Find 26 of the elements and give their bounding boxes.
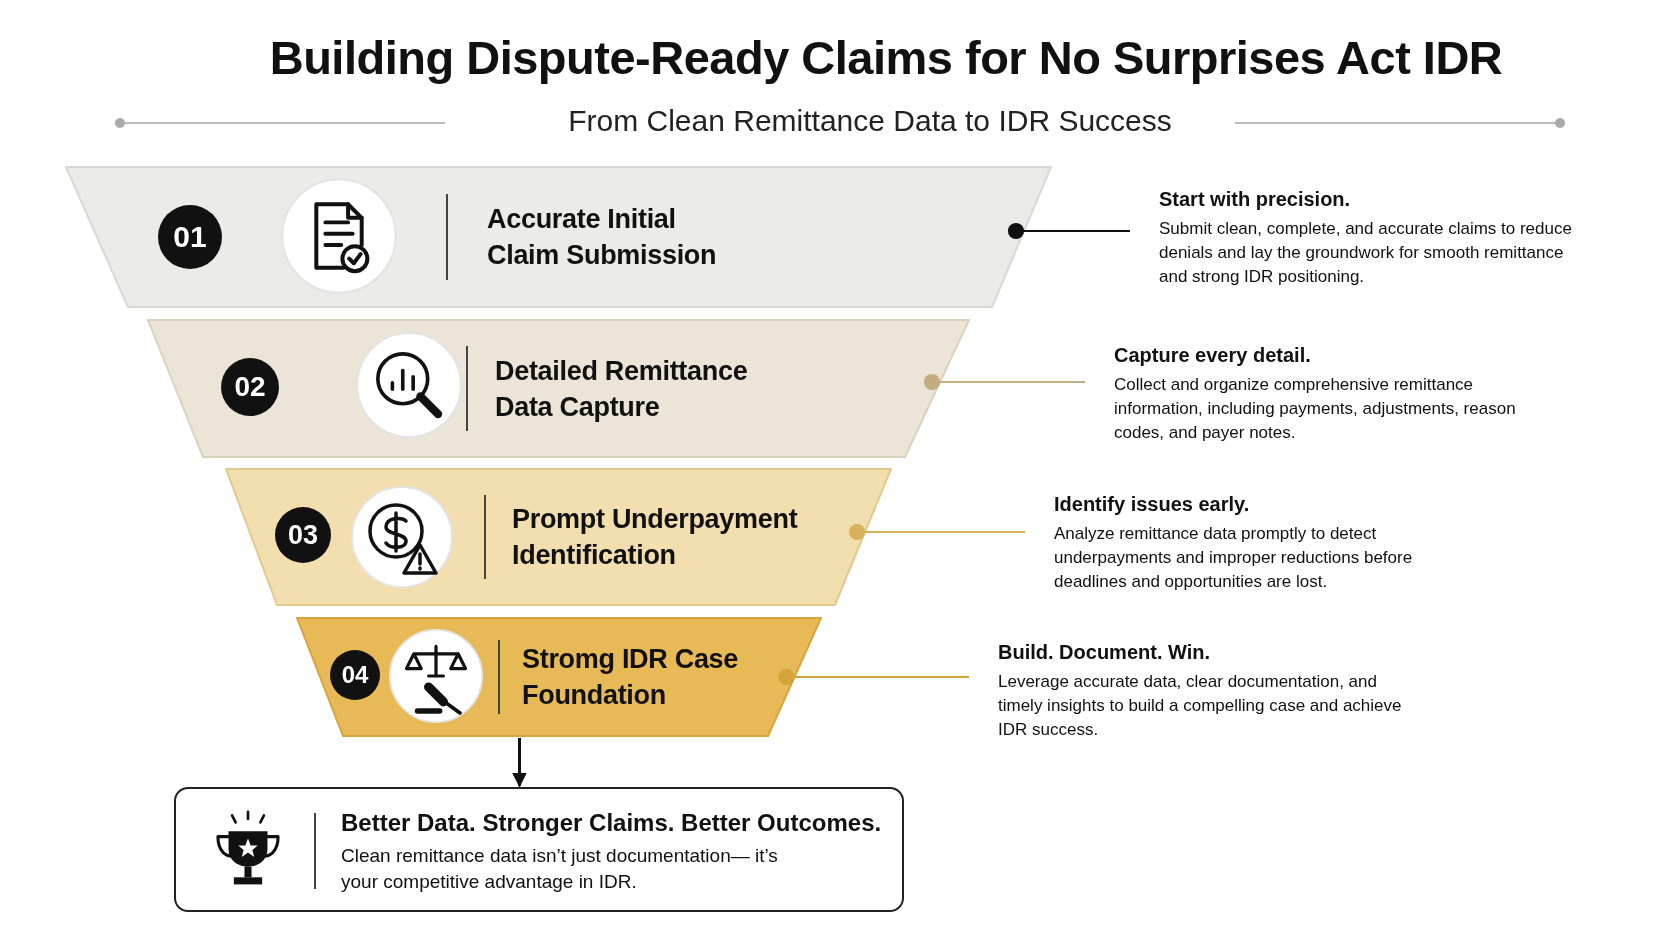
step-title: Detailed Remittance Data Capture <box>495 354 749 424</box>
summary-box <box>174 787 904 912</box>
summary-text: Clean remittance data isn’t just documentation— it’s your competitive advantage in IDR. <box>341 844 779 894</box>
funnel-band <box>295 616 823 738</box>
leader-line <box>778 668 970 686</box>
description-heading: Start with precision. <box>1159 188 1352 211</box>
leader-line <box>848 523 1026 541</box>
step-title: Prompt Underpayment Identification <box>512 503 799 572</box>
summary-heading: Better Data. Stronger Claims. Better Outcomes. <box>341 809 883 837</box>
description-text: Leverage accurate data, clear documentation, and timely insights to build a compelling case and achieve IDR success. <box>998 671 1403 741</box>
arrow <box>512 738 527 788</box>
funnel-band <box>64 165 1053 309</box>
description-heading: Capture every detail. <box>1114 344 1312 367</box>
title: Building Dispute-Ready Claims for No Surprises Act IDR <box>268 30 1504 85</box>
leader-line <box>923 373 1086 391</box>
funnel-band <box>224 467 893 607</box>
description-text: Collect and organize comprehensive remittance information, including payments, adjustments, reason codes, and payer notes. <box>1114 374 1517 444</box>
step-title: Stromg IDR Case Foundation <box>522 643 740 712</box>
description-text: Analyze remittance data promptly to detect underpayments and improper reductions before deadlines and opportunities are lost. <box>1054 523 1414 593</box>
leader-line <box>1007 222 1131 240</box>
description-text: Submit clean, complete, and accurate claims to reduce denials and lay the groundwork for smooth remittance and strong IDR positioning. <box>1159 218 1573 288</box>
funnel-band <box>146 318 971 459</box>
description-heading: Build. Document. Win. <box>998 641 1212 664</box>
subtitle: From Clean Remittance Data to IDR Success <box>567 104 1173 138</box>
description-heading: Identify issues early. <box>1054 493 1251 516</box>
step-title: Accurate Initial Claim Submission <box>487 203 718 272</box>
